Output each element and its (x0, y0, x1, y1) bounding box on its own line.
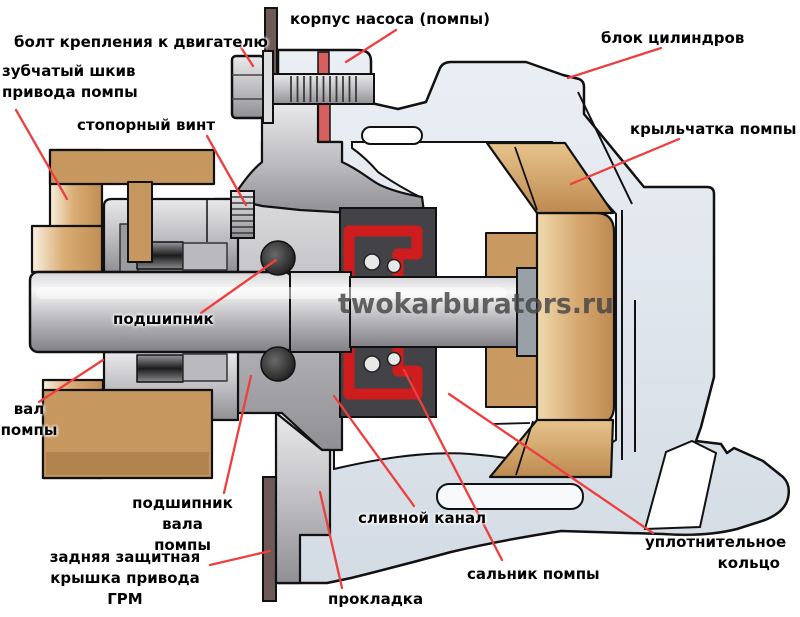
label-bolt: болт крепления к двигателю (14, 33, 268, 51)
housing-bypass-slot (361, 126, 423, 145)
label-seal: сальник помпы (467, 565, 600, 583)
lower-bearing-ball (260, 346, 296, 382)
timing-cover-plate (262, 7, 278, 602)
label-pump-housing: корпус насоса (помпы) (290, 10, 490, 28)
pump-seal (339, 207, 437, 418)
watermark: twokarburators.ru (338, 287, 614, 320)
label-bearing: подшипник (113, 310, 214, 328)
label-shaft-bearing: подшипник вала помпы (132, 494, 233, 554)
label-pulley: зубчатый шкив привода помпы (2, 62, 138, 101)
drain-channel-slot (436, 483, 584, 510)
upper-bearing-ball (260, 240, 296, 276)
label-back-cover: задняя защитная крышка привода ГРМ (49, 548, 201, 608)
pump-shaft (28, 267, 538, 357)
label-cylinder-block: блок цилиндров (601, 29, 745, 47)
label-shaft: вал помпы (0, 400, 58, 439)
label-o-ring: уплотнительное кольцо (645, 533, 787, 572)
label-gasket: прокладка (328, 590, 424, 608)
mounting-bolt (230, 50, 375, 124)
label-drain: сливной канал (358, 509, 487, 527)
label-impeller: крыльчатка помпы (630, 120, 797, 138)
label-set-screw: стопорный винт (77, 116, 216, 134)
leader-lines (14, 28, 681, 590)
